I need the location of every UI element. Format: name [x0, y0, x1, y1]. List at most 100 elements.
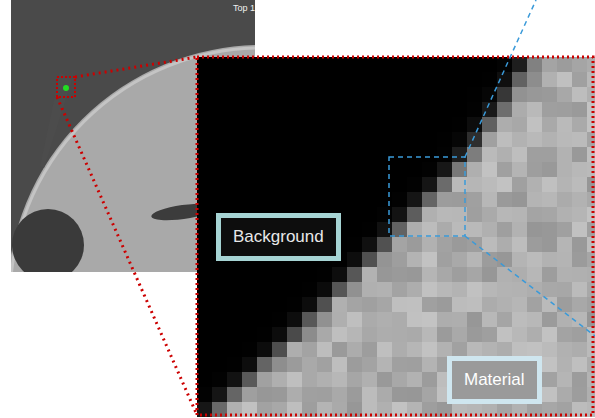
image-pixel — [197, 102, 213, 118]
image-pixel — [557, 132, 573, 148]
image-pixel — [332, 357, 348, 373]
image-pixel — [422, 102, 438, 118]
image-pixel — [512, 207, 528, 223]
image-pixel — [422, 57, 438, 73]
image-pixel — [242, 387, 258, 403]
image-pixel — [452, 297, 468, 313]
image-pixel — [572, 132, 588, 148]
image-pixel — [557, 312, 573, 328]
image-pixel — [212, 57, 228, 73]
image-pixel — [542, 147, 558, 163]
image-pixel — [257, 192, 273, 208]
image-pixel — [392, 207, 408, 223]
image-pixel — [587, 87, 595, 103]
image-pixel — [362, 177, 378, 193]
image-pixel — [317, 192, 333, 208]
image-pixel — [377, 57, 393, 73]
image-pixel — [302, 312, 318, 328]
image-pixel — [437, 312, 453, 328]
image-pixel — [317, 267, 333, 283]
image-pixel — [227, 72, 243, 88]
image-pixel — [392, 297, 408, 313]
image-pixel — [302, 72, 318, 88]
image-pixel — [497, 297, 513, 313]
image-pixel — [467, 252, 483, 268]
image-pixel — [572, 387, 588, 403]
image-pixel — [197, 237, 213, 253]
image-pixel — [542, 87, 558, 103]
image-pixel — [557, 87, 573, 103]
image-pixel — [512, 57, 528, 73]
image-pixel — [512, 192, 528, 208]
image-pixel — [452, 327, 468, 343]
image-pixel — [437, 57, 453, 73]
image-pixel — [377, 72, 393, 88]
image-pixel — [362, 297, 378, 313]
image-pixel — [377, 312, 393, 328]
image-pixel — [482, 192, 498, 208]
image-pixel — [317, 147, 333, 163]
image-pixel — [302, 387, 318, 403]
image-pixel — [407, 132, 423, 148]
image-pixel — [527, 282, 543, 298]
image-pixel — [437, 297, 453, 313]
image-pixel — [287, 117, 303, 133]
image-pixel — [512, 297, 528, 313]
image-pixel — [407, 267, 423, 283]
image-pixel — [347, 252, 363, 268]
image-pixel — [377, 282, 393, 298]
image-pixel — [497, 147, 513, 163]
image-pixel — [197, 387, 213, 403]
dark-hole — [12, 209, 84, 272]
image-pixel — [437, 237, 453, 253]
image-pixel — [242, 342, 258, 358]
image-pixel — [437, 207, 453, 223]
image-pixel — [512, 162, 528, 178]
image-pixel — [587, 342, 595, 358]
image-pixel — [557, 207, 573, 223]
image-pixel — [377, 267, 393, 283]
image-pixel — [437, 282, 453, 298]
image-pixel — [422, 162, 438, 178]
image-pixel — [377, 147, 393, 163]
image-pixel — [437, 252, 453, 268]
image-pixel — [197, 87, 213, 103]
image-pixel — [212, 342, 228, 358]
image-pixel — [407, 327, 423, 343]
marker-dot — [63, 85, 69, 91]
image-pixel — [257, 342, 273, 358]
image-pixel — [287, 267, 303, 283]
image-pixel — [407, 102, 423, 118]
image-pixel — [572, 297, 588, 313]
image-pixel — [272, 372, 288, 388]
image-pixel — [407, 207, 423, 223]
image-pixel — [587, 222, 595, 238]
image-pixel — [272, 87, 288, 103]
image-pixel — [347, 192, 363, 208]
image-pixel — [332, 57, 348, 73]
image-pixel — [422, 237, 438, 253]
image-pixel — [392, 342, 408, 358]
image-pixel — [437, 117, 453, 133]
image-pixel — [272, 162, 288, 178]
image-pixel — [437, 132, 453, 148]
image-pixel — [482, 297, 498, 313]
image-pixel — [467, 117, 483, 133]
image-pixel — [242, 162, 258, 178]
image-pixel — [542, 192, 558, 208]
image-pixel — [287, 342, 303, 358]
image-pixel — [572, 357, 588, 373]
image-pixel — [467, 147, 483, 163]
image-pixel — [587, 57, 595, 73]
image-pixel — [572, 372, 588, 388]
image-pixel — [407, 162, 423, 178]
image-pixel — [437, 327, 453, 343]
image-pixel — [482, 147, 498, 163]
image-pixel — [467, 72, 483, 88]
image-pixel — [587, 297, 595, 313]
image-pixel — [287, 282, 303, 298]
image-pixel — [227, 372, 243, 388]
image-pixel — [302, 357, 318, 373]
image-pixel — [362, 147, 378, 163]
image-pixel — [587, 267, 595, 283]
